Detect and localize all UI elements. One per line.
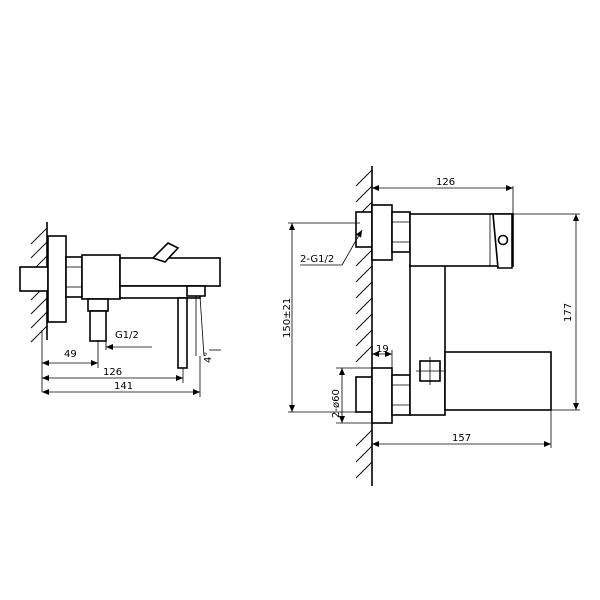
side-escutcheon <box>47 235 67 323</box>
front-dim-157: 157 <box>452 433 471 444</box>
front-dim-126: 126 <box>436 177 455 188</box>
front-dim-177: 177 <box>563 303 574 322</box>
front-upper-pipe <box>355 211 373 248</box>
front-view: 126 177 150±21 2-G1/2 19 2-ø60 157 <box>282 166 580 486</box>
front-connection-label: 2-G1/2 <box>300 254 334 265</box>
front-mixer-body <box>409 264 446 416</box>
side-dim-141: 141 <box>114 381 133 392</box>
side-outlet-nut <box>186 285 206 297</box>
front-dim-150: 150±21 <box>282 298 293 338</box>
side-angle-label: 4° <box>203 352 214 363</box>
side-wall-pipe <box>19 266 49 292</box>
front-spout <box>444 351 552 411</box>
front-upper-nut <box>391 211 411 253</box>
side-inlet-pipe <box>89 310 107 342</box>
side-spout <box>177 297 188 369</box>
front-dim-19: 19 <box>376 344 389 355</box>
front-upper-escutcheon <box>371 204 393 261</box>
front-dim-diameter: 2-ø60 <box>331 389 342 418</box>
side-inlet-nut <box>87 298 109 312</box>
side-view: G1/2 49 126 141 4° <box>19 222 221 397</box>
side-mixer-body <box>81 254 121 300</box>
side-lever <box>151 242 180 263</box>
side-thread-label: G1/2 <box>115 330 139 341</box>
front-lever-pin <box>497 234 509 246</box>
side-hex-nut <box>65 256 83 298</box>
front-lower-escutcheon <box>371 367 393 424</box>
side-dim-126: 126 <box>103 367 122 378</box>
front-lower-pipe <box>355 376 373 413</box>
side-dim-49: 49 <box>64 349 77 360</box>
side-top-block <box>119 257 221 287</box>
front-lower-nut <box>391 374 411 416</box>
